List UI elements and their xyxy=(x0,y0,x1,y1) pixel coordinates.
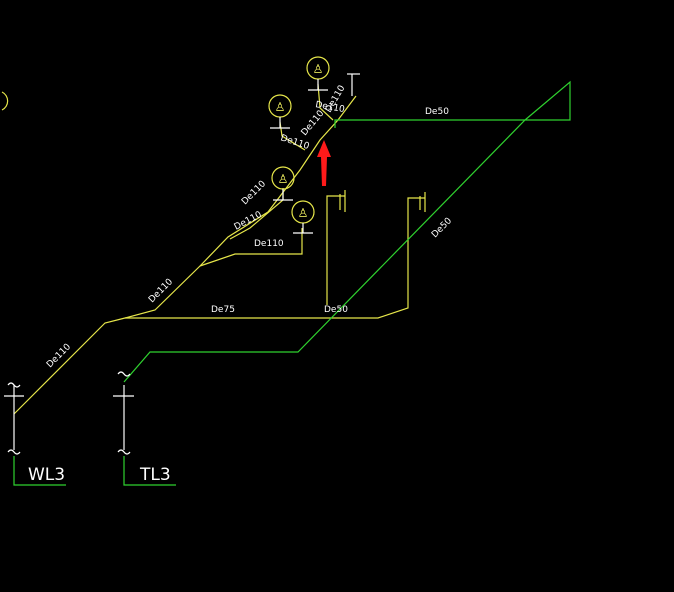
vent-pipes xyxy=(123,80,571,383)
wl3-break-top xyxy=(7,382,21,388)
drain-riser-2 xyxy=(407,197,425,210)
fixture-glyph: ♙ xyxy=(313,62,324,76)
vent-main xyxy=(123,80,571,383)
partial-fixture-left xyxy=(1,91,9,111)
drain-riser-1 xyxy=(326,195,345,305)
fixture-glyph: ♙ xyxy=(298,206,309,220)
red-arrow-marker xyxy=(317,140,331,186)
drain-branch-fixture-1 xyxy=(279,121,306,151)
fixture-top: ♙ xyxy=(306,56,330,91)
label-de110-diag: De110 xyxy=(240,179,268,207)
label-de75: De75 xyxy=(211,305,235,315)
wl3-leader xyxy=(13,456,66,486)
drain-pipes xyxy=(13,73,426,415)
fixture-upper-left: ♙ xyxy=(268,94,292,129)
pipe-labels: De110 De110 De110 De110 De110 De110 De11… xyxy=(45,84,454,371)
tl3-leader xyxy=(123,456,176,486)
tl3-break-bottom xyxy=(117,449,131,455)
drain-branch-fixture-3 xyxy=(199,228,303,267)
fixture-glyph: ♙ xyxy=(275,100,286,114)
fixtures: ♙ ♙ ♙ ♙ xyxy=(268,56,330,234)
fixture-glyph: ♙ xyxy=(278,172,289,186)
drain-main-diagonal xyxy=(13,95,357,415)
label-de110-mid: De110 xyxy=(147,277,175,305)
label-de110-lower: De110 xyxy=(45,342,73,370)
wl3-label: WL3 xyxy=(28,465,65,485)
tl3-label: TL3 xyxy=(139,465,171,485)
stack-tl3: TL3 xyxy=(113,371,176,486)
tl3-break-top xyxy=(117,371,131,377)
label-de50-top: De50 xyxy=(425,107,449,117)
drain-de75-horizontal xyxy=(125,210,409,319)
stack-wl3: WL3 xyxy=(4,382,66,486)
fixture-right: ♙ xyxy=(291,200,315,234)
label-de110-horizontal: De110 xyxy=(254,239,284,249)
label-de110-upper: De110 xyxy=(300,109,327,138)
label-de50-diag: De50 xyxy=(430,216,454,240)
wl3-break-bottom xyxy=(7,449,21,455)
fixture-middle: ♙ xyxy=(271,166,295,201)
drain-branch-fixture-top xyxy=(317,83,334,121)
label-de50-horizontal: De50 xyxy=(324,305,348,315)
